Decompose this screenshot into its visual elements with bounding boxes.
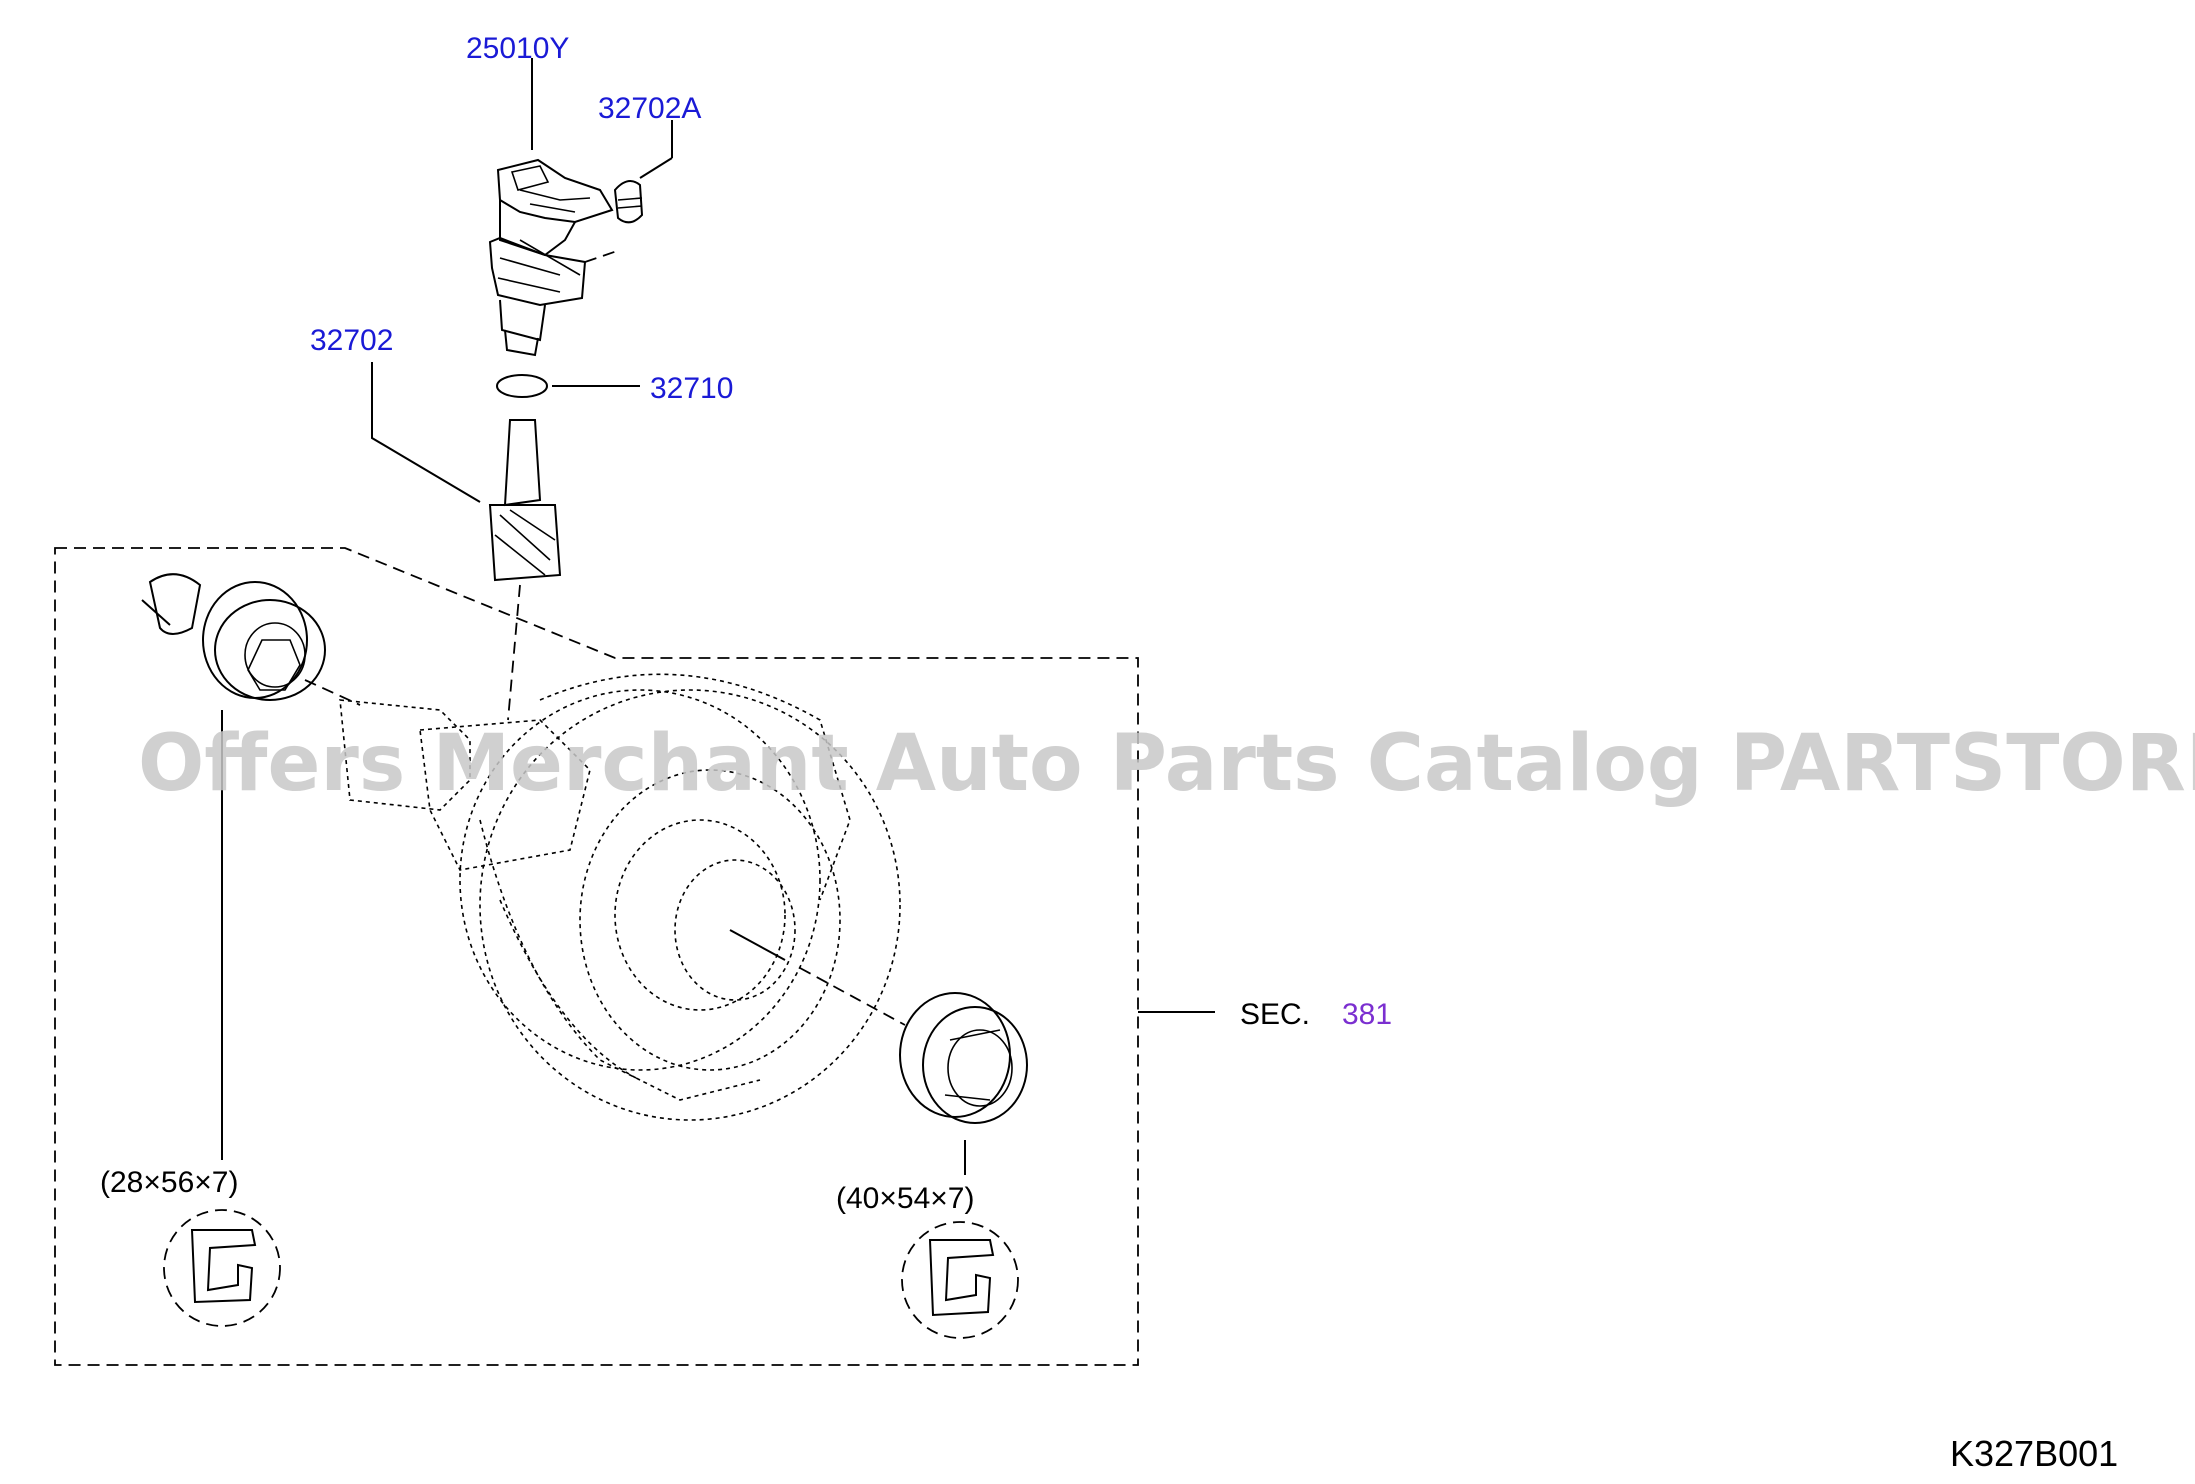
right-oil-seal-drawing [899, 992, 1028, 1175]
left-oil-seal-drawing [141, 573, 361, 1160]
differential-assembly-drawing [339, 673, 906, 1121]
right-seal-size-label: (40×54×7) [836, 1182, 974, 1215]
part-label-32702a[interactable]: 32702A [598, 92, 701, 125]
section-prefix: SEC. [1240, 998, 1310, 1031]
left-seal-size-label: (28×56×7) [100, 1166, 238, 1199]
right-seal-section-detail [901, 1221, 1019, 1339]
pinion-gear-drawing [371, 362, 562, 721]
part-label-32702[interactable]: 32702 [310, 324, 393, 357]
diagram-code: K327B001 [1950, 1433, 2118, 1474]
watermark-text: Offers Merchant Auto Parts Catalog PARTS… [138, 719, 2195, 809]
speed-sensor-drawing [488, 58, 621, 357]
assembly-boundary [54, 547, 1139, 1366]
part-label-32710[interactable]: 32710 [650, 372, 733, 405]
o-ring-drawing [496, 374, 640, 398]
section-link-381[interactable]: 381 [1342, 998, 1392, 1031]
part-label-25010y[interactable]: 25010Y [466, 32, 569, 65]
left-seal-section-detail [163, 1209, 281, 1327]
bulb-32702a-drawing [613, 120, 673, 224]
